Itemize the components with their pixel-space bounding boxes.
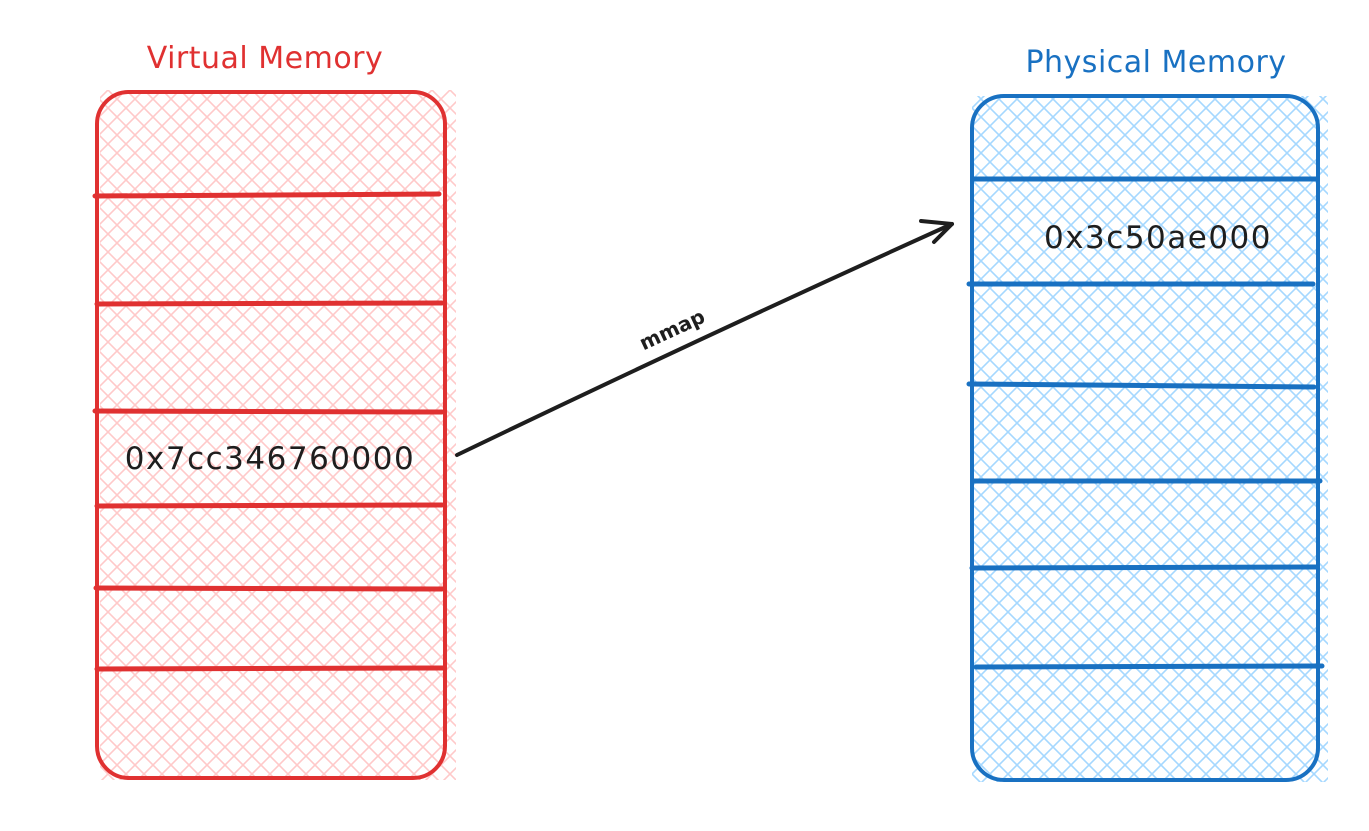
- virtual-memory-title: Virtual Memory: [147, 41, 384, 76]
- virtual-memory-outline: [95, 90, 447, 780]
- mmap-arrow: [455, 219, 954, 457]
- mmap-arrow-shaft: [455, 222, 954, 457]
- physical-memory-fill: [972, 96, 1328, 782]
- virtual-address-label: 0x7cc346760000: [125, 441, 415, 477]
- mmap-label: mmap: [635, 304, 708, 355]
- physical-memory-block: 0x3c50ae000: [966, 94, 1328, 782]
- physical-memory-dividers: [966, 176, 1325, 670]
- virtual-divider-5: [93, 585, 445, 592]
- physical-memory-title: Physical Memory: [1025, 45, 1286, 80]
- physical-divider-6: [973, 663, 1325, 670]
- virtual-divider-2: [94, 300, 445, 307]
- virtual-memory-block: 0x7cc346760000: [92, 90, 456, 780]
- physical-divider-3: [966, 381, 1317, 390]
- virtual-memory-fill: [100, 90, 456, 780]
- virtual-divider-1: [92, 191, 442, 199]
- virtual-divider-3: [92, 408, 445, 415]
- physical-divider-5: [969, 564, 1319, 571]
- virtual-memory-dividers: [92, 191, 446, 672]
- physical-memory-outline: [970, 94, 1320, 782]
- mmap-arrow-head: [919, 219, 954, 244]
- virtual-divider-6: [94, 665, 446, 672]
- physical-address-label: 0x3c50ae000: [1044, 220, 1272, 256]
- virtual-divider-4: [94, 502, 445, 509]
